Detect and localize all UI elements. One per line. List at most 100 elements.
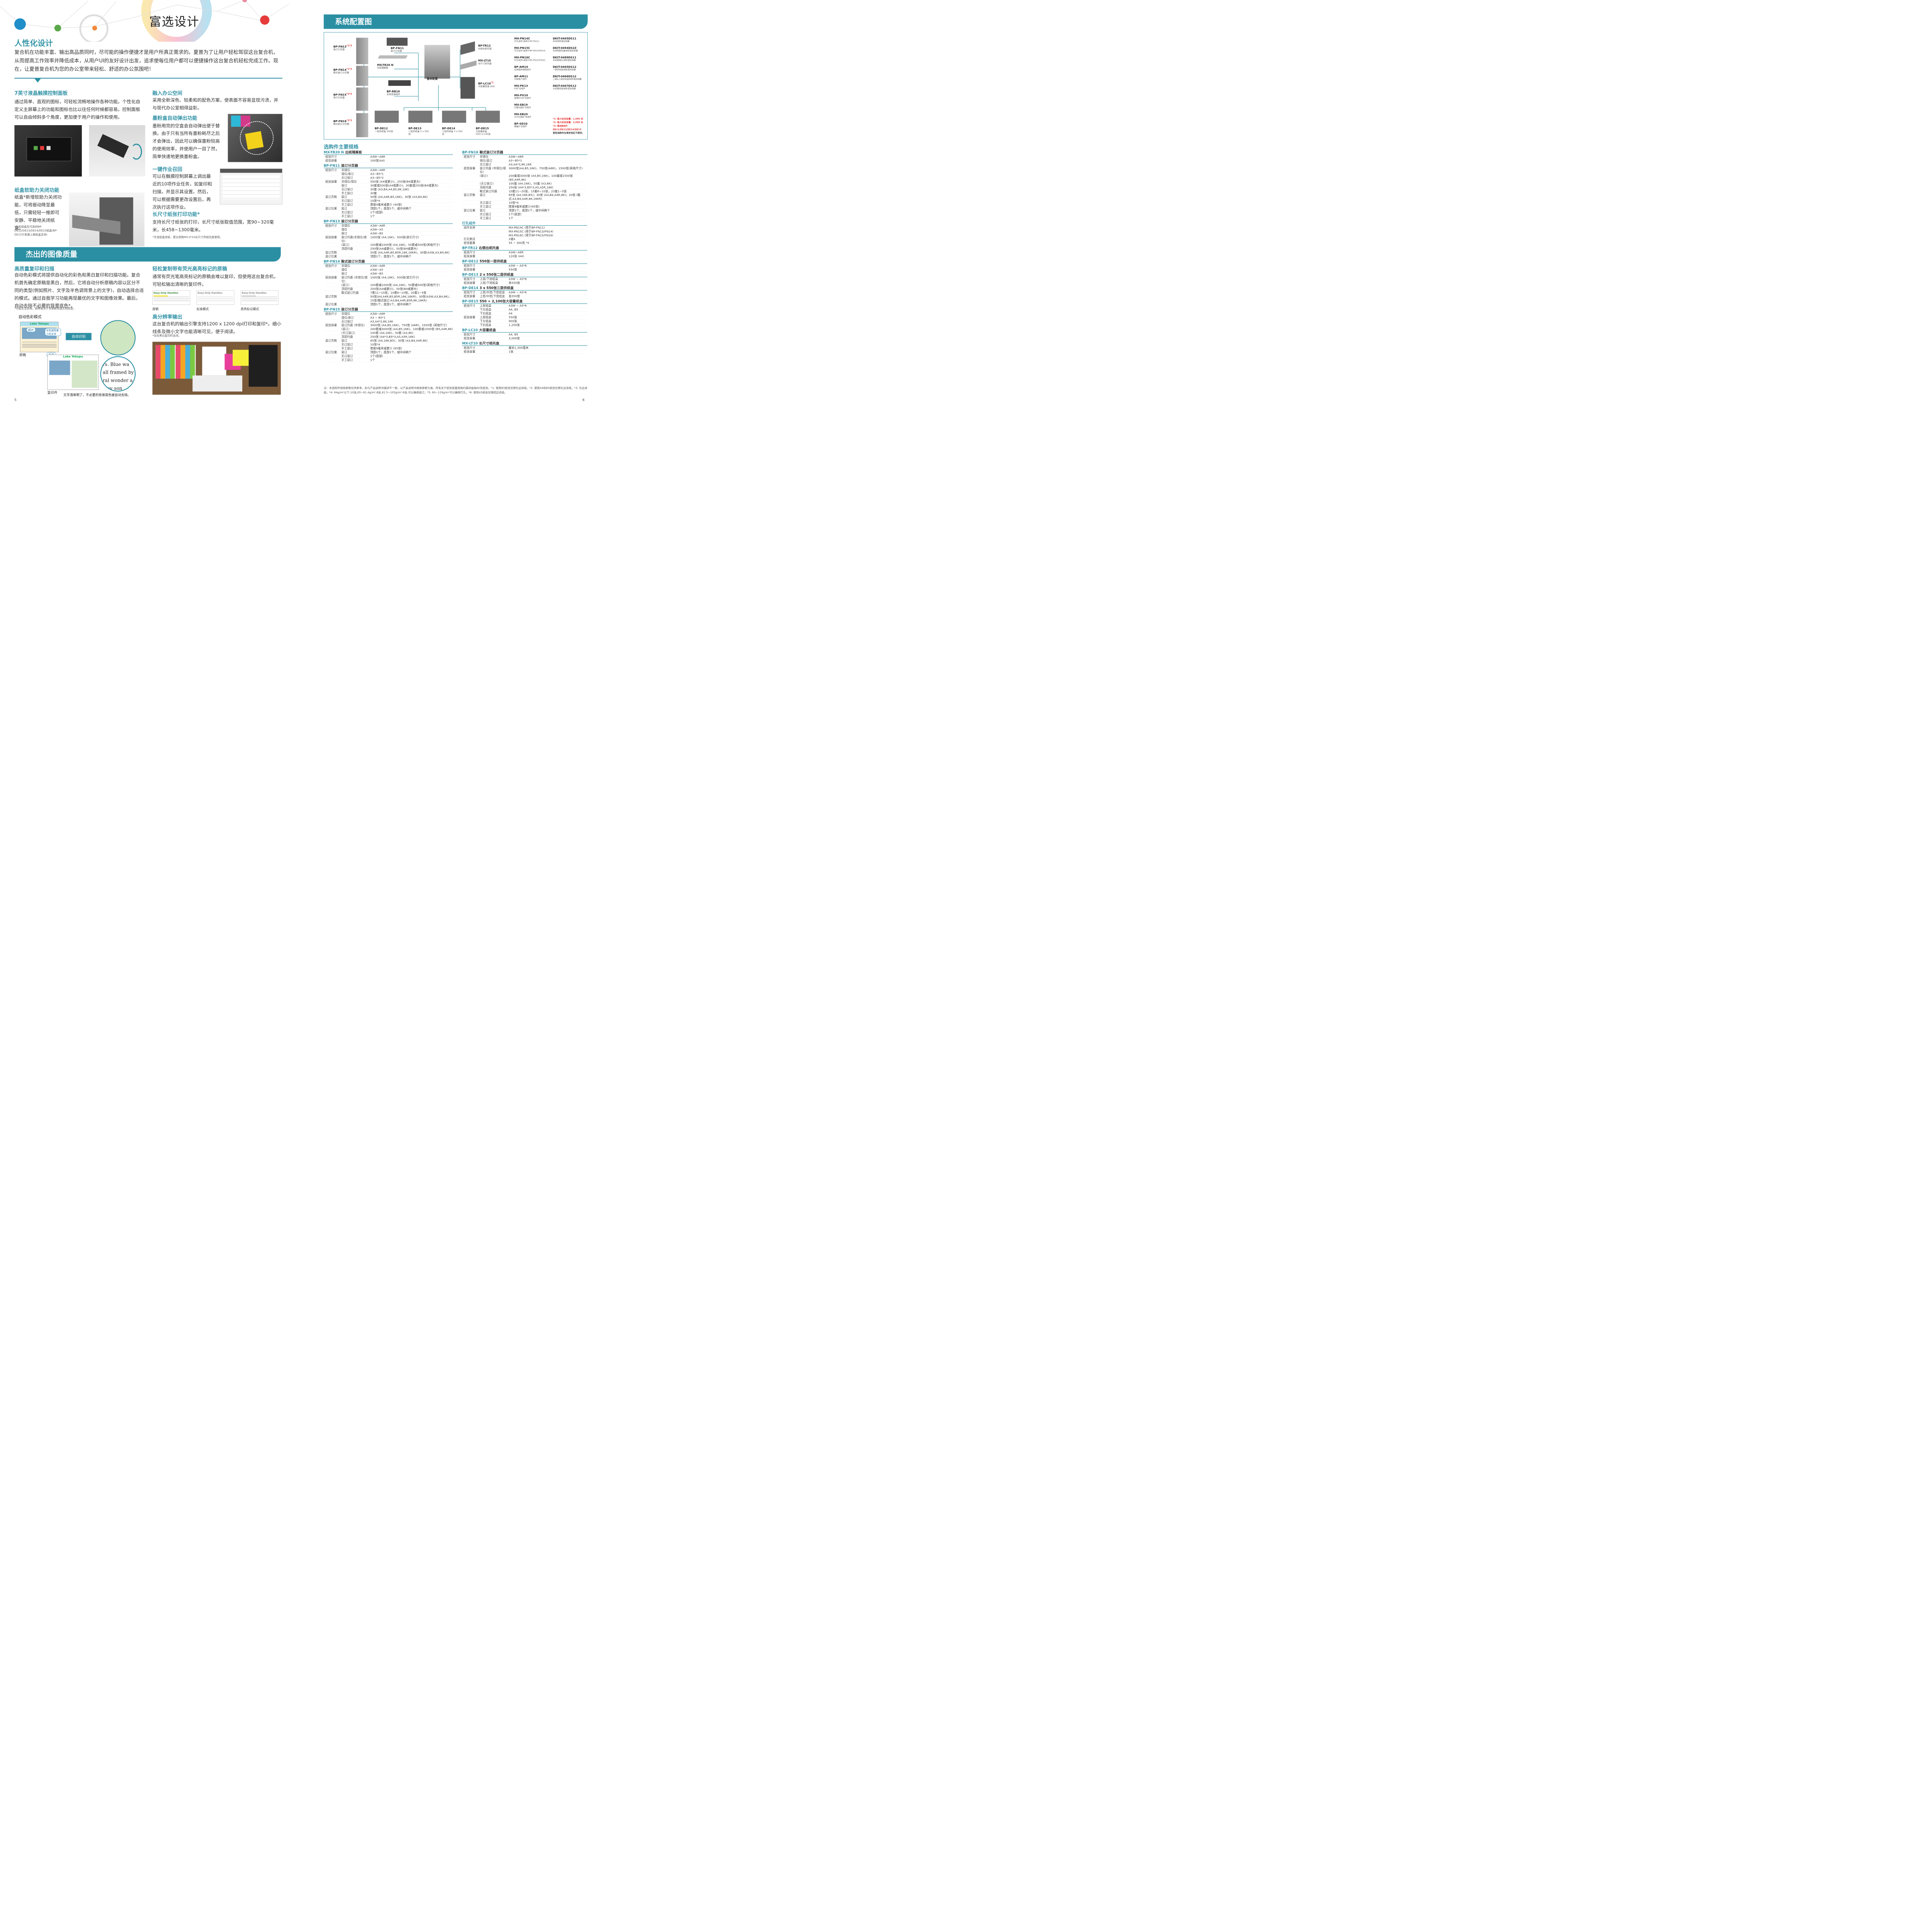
spec-name: 鞍式装订分页器 bbox=[480, 150, 503, 155]
spec-cell bbox=[324, 320, 342, 323]
part-name: BP-FN16 bbox=[333, 119, 347, 123]
spec-cell: 250张 (A4*3,B5*3,A5,A5R,16K) bbox=[370, 335, 415, 338]
spec-cell bbox=[324, 247, 342, 251]
feature-text: 这台复合机的输出引擎支持1200 x 1200 dpi打印和复印*。细小线条及微… bbox=[152, 321, 281, 334]
spec-name: 2 x 550张二层供纸盒 bbox=[480, 272, 514, 277]
page-number: 5 bbox=[14, 398, 17, 402]
spec-cell bbox=[341, 295, 370, 303]
spec-row: 纸张容量上层/中层/下层纸盒各550张 bbox=[462, 294, 587, 298]
spec-cell: A3W~A6R bbox=[370, 312, 385, 316]
spec-cell: 纸张尺寸 bbox=[325, 264, 337, 268]
spec-cell bbox=[462, 182, 480, 185]
spec-cell: 装订页数 bbox=[325, 195, 337, 199]
spec-cell: A3W~A6R bbox=[370, 264, 385, 268]
option-name: MX-PN16C bbox=[514, 56, 530, 59]
spec-row: (装订)100套或1000张 (A4,16K)，50套或500张(其他尺寸) bbox=[323, 243, 453, 247]
spec-cell: 装订 bbox=[341, 207, 347, 210]
pink-node bbox=[242, 0, 247, 2]
option-desc: PS扩充组件 bbox=[514, 87, 526, 90]
option-desc: 一层供纸盒用除湿加热器 bbox=[553, 68, 576, 71]
spec-cell: A4 bbox=[509, 311, 513, 315]
spec-cell: 纸张尺寸 bbox=[325, 312, 337, 316]
spec-row: 手工装订厚度4毫米或更少 (40张) bbox=[323, 203, 453, 207]
option-desc: 硬盘扩充组件 bbox=[514, 125, 527, 128]
part-desc: 右侧出纸托盘 bbox=[478, 47, 492, 50]
spec-row: (装订)100套或1000张 (A4,16K)，50套或500张(其他尺寸) bbox=[323, 283, 453, 287]
spec-section-title: BP-FN14鞍式装订分页器 bbox=[324, 260, 453, 264]
spec-cell: 纸张重量 bbox=[464, 241, 476, 245]
spec-cell: 鞍式装订托盘 bbox=[341, 291, 359, 295]
touch-panel-photo bbox=[14, 125, 82, 177]
desk-photo bbox=[152, 342, 281, 395]
option-desc: 扫描功能扩充组件 bbox=[514, 106, 531, 109]
spec-cell: 纸张容量 bbox=[464, 255, 476, 258]
spec-rule bbox=[323, 311, 453, 312]
spec-row: 顶层托盘 250张 (A4*3,B5*3,A5,A5R,16K) bbox=[323, 335, 453, 339]
page-number: 6 bbox=[582, 398, 585, 402]
red-node bbox=[260, 15, 270, 25]
finisher-image bbox=[356, 113, 369, 138]
spec-cell: 错位/装订 bbox=[480, 159, 493, 162]
spec-cell: 3000张(A4,B5,16K)，750张(A6R)，1500张(其他尺寸) bbox=[509, 167, 583, 170]
spec-id: BP-FN13 bbox=[323, 219, 340, 223]
spec-section-title: BP-TR12右侧出纸托盘 bbox=[462, 246, 587, 250]
sample-highlight: Easy-Grip Handles bbox=[240, 290, 279, 305]
spec-cell: 错位 bbox=[341, 228, 347, 231]
spec-cell: 纸张容量 bbox=[464, 268, 476, 271]
finisher-image bbox=[356, 87, 369, 111]
spec-cell bbox=[480, 254, 509, 258]
spec-cell: 1个(底部) bbox=[509, 213, 522, 216]
spec-title: 选购件主要规格 bbox=[323, 144, 359, 150]
spec-cell: 纸张尺寸 bbox=[464, 291, 476, 294]
spec-cell: A3~B5*1 bbox=[509, 159, 522, 162]
spec-cell: 50张(A4,A4R,B5,B5R,16K,16KR)，30张(A3W,A3,B… bbox=[370, 295, 452, 302]
spec-cell: 顶层托盘 bbox=[341, 335, 353, 338]
part-name: BP-FN15 bbox=[333, 93, 347, 97]
spec-cell bbox=[324, 172, 342, 176]
part-desc: 长尺寸纸托盘 bbox=[478, 62, 492, 65]
sample-heading: Easy-Grip Handles bbox=[197, 291, 223, 294]
spec-cell: A3W ~ A5*6 bbox=[509, 277, 527, 281]
de12-image bbox=[374, 111, 399, 123]
option-desc: 本体和配纸盘用除湿加热器 bbox=[553, 49, 578, 52]
spec-cell bbox=[480, 241, 509, 245]
spec-cell: 手工装订 bbox=[341, 358, 353, 362]
part-name: BP-DE13 bbox=[408, 127, 422, 130]
spec-row: 纸张容量装订托盘 (非错位/错位)1000张 (A4,16K)，500张(其它尺… bbox=[323, 276, 453, 283]
spec-cell: A3W~B5 bbox=[370, 231, 383, 235]
spec-cell: 200套或3000张 (A4,B5,16K)，100套或1500张 (B5,A4… bbox=[509, 174, 573, 182]
copy-heading: Lake Tekapo bbox=[63, 355, 83, 359]
spec-cell bbox=[324, 191, 342, 195]
spec-cell: 非错位 bbox=[341, 168, 350, 172]
rb10-image bbox=[388, 80, 411, 86]
option-desc: 外部账户组件 bbox=[514, 78, 527, 81]
spec-cell bbox=[462, 311, 480, 315]
spec-name: 装订分页器 bbox=[341, 163, 358, 168]
spec-cell: 30套或500张(A4或更小)，30套或250张(B4或更大) bbox=[370, 184, 439, 187]
spec-cell: 各550张 bbox=[509, 281, 520, 285]
spec-cell: A3 ~ B5*1 bbox=[370, 316, 386, 320]
spec-cell: 1个 bbox=[509, 216, 514, 220]
feature-title: 轻松复制带有荧光高亮标记的原稿 bbox=[152, 266, 227, 272]
spec-name: 装订分页器 bbox=[341, 219, 358, 223]
spec-rule bbox=[462, 345, 587, 346]
spec-row: 装订位置装订顶部1个，底部1个，或中间两个 bbox=[323, 350, 453, 354]
spec-cell: 250张 (A4*3,B5*3,A5,A5R,16K) bbox=[509, 185, 553, 189]
job-recall-screen bbox=[219, 168, 282, 205]
section-banner: 杰出的图像质量 bbox=[14, 247, 281, 262]
sample-heading: Easy-Grip Handles bbox=[242, 291, 267, 294]
feature-title: 纸盒软助力关闭功能 bbox=[14, 187, 60, 193]
